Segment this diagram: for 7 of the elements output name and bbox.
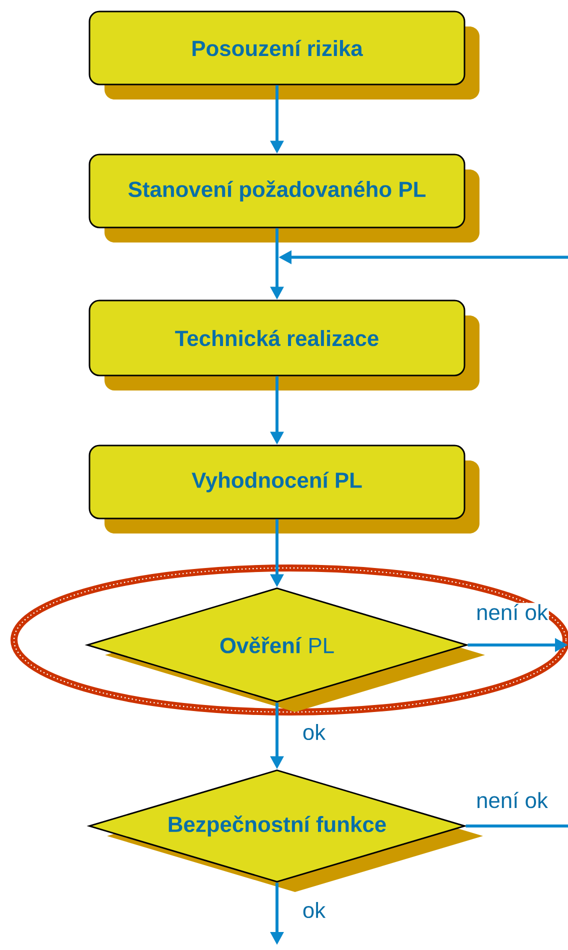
edge-label: ok bbox=[301, 722, 327, 742]
process-box: Vyhodnocení PL bbox=[88, 444, 480, 534]
process-box: Stanovení požadovaného PL bbox=[88, 154, 480, 242]
edge-label: ok bbox=[301, 900, 327, 920]
process-box: Posouzení rizika bbox=[88, 10, 480, 100]
edge-label: není ok bbox=[475, 602, 549, 622]
process-box: Technická realizace bbox=[88, 300, 480, 390]
